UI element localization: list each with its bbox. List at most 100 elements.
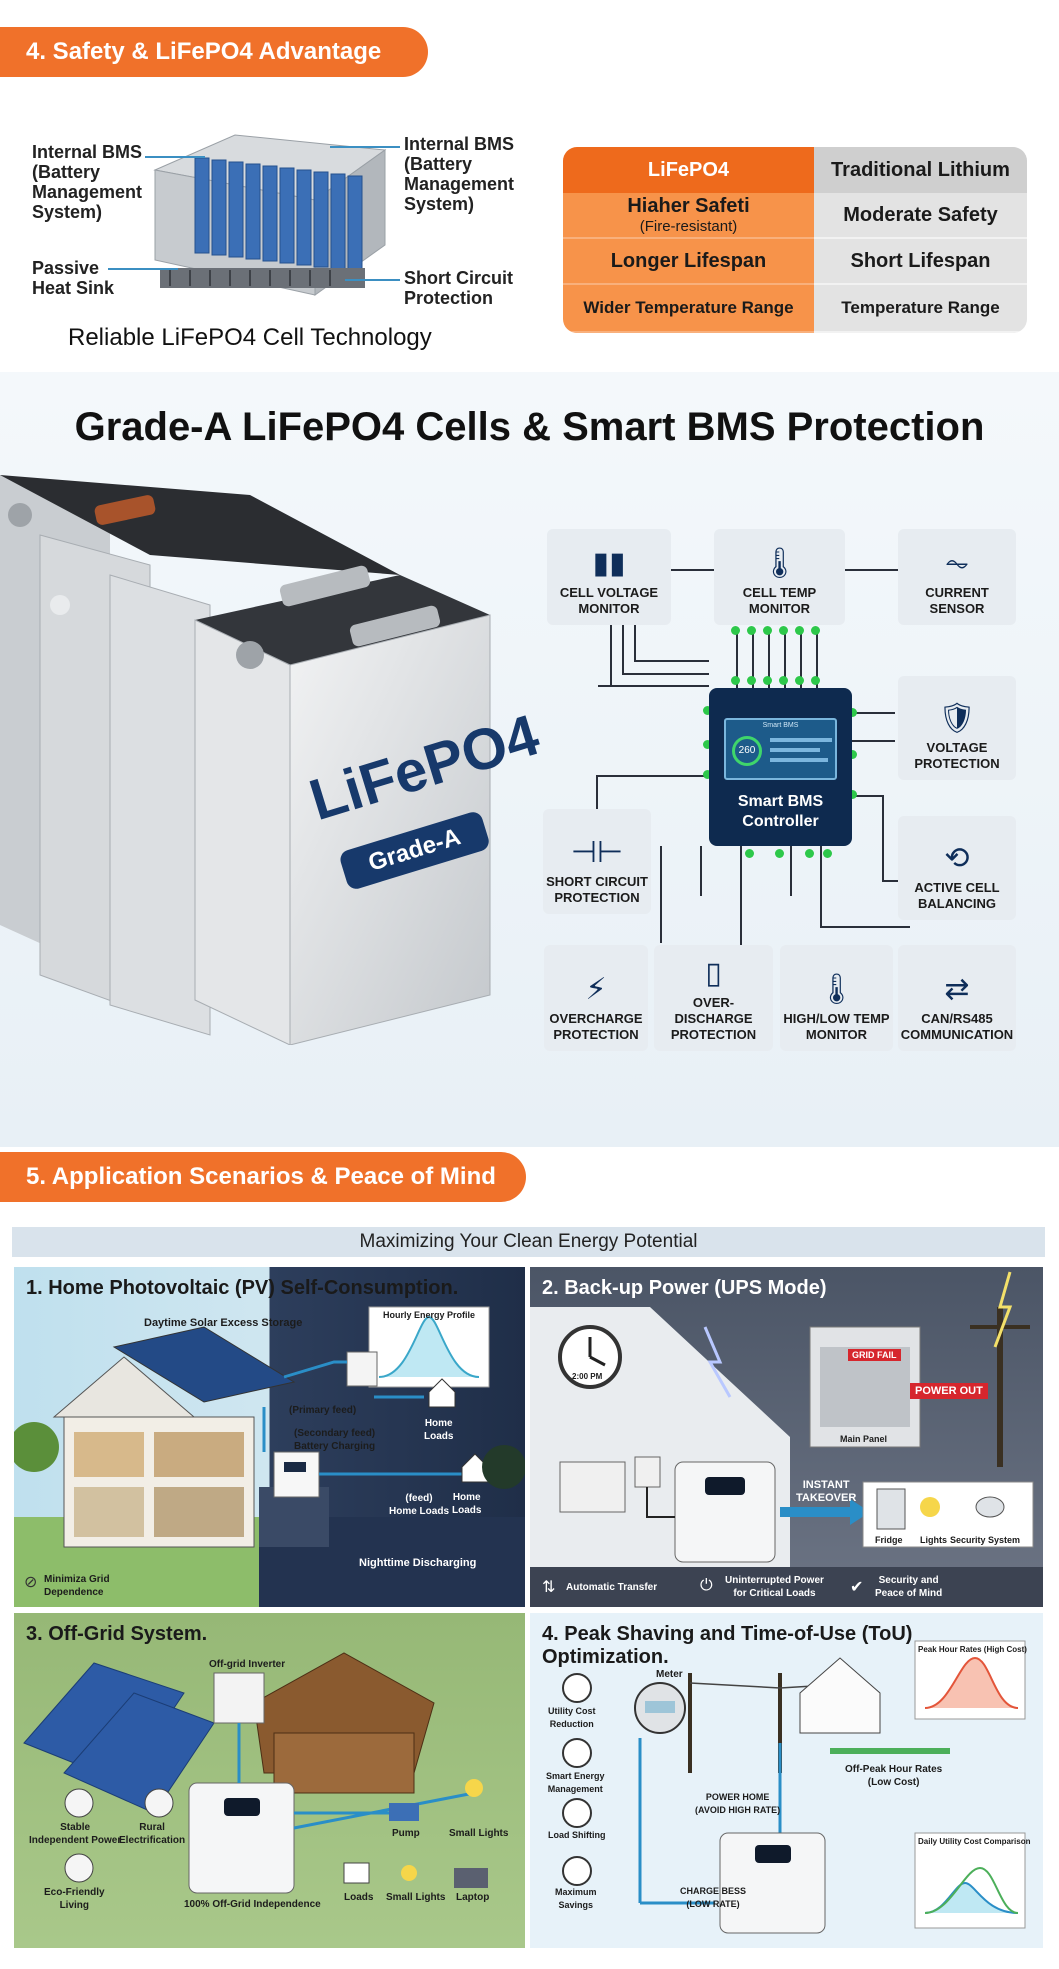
label-automatic-transfer: Automatic Transfer [566, 1582, 658, 1593]
label-small-lights-2: Small Lights [386, 1892, 446, 1903]
label-lights: Lights [920, 1535, 947, 1545]
battery-shield-icon: 🛡 [937, 702, 977, 735]
table-cell: Short Lifespan [814, 239, 1027, 285]
bms-screen-header: Smart BMS [762, 722, 799, 729]
label-offpeak-rates: Off-Peak Hour Rates (Low Cost) [845, 1764, 943, 1788]
section-banner-safety: 4. Safety & LiFePO4 Advantage [0, 27, 428, 77]
panel-title: 3. Off-Grid System. [26, 1623, 208, 1645]
card-cell-temp-monitor: 🌡 CELL TEMP MONITOR [714, 529, 845, 625]
power-out-badge: POWER OUT [910, 1383, 988, 1399]
label-offgrid-inverter: Off-grid Inverter [209, 1659, 286, 1670]
label-rural-electrification: Rural Electrification [119, 1822, 186, 1846]
table-cell: Moderate Safety [814, 193, 1027, 239]
callout-short-circuit: Short Circuit Protection [404, 268, 514, 308]
label-small-lights-1: Small Lights [449, 1828, 509, 1839]
power-icon: ⏻ [700, 1577, 713, 1594]
grid-icon: ⊘ [24, 1574, 38, 1591]
peak-shaving-illustration [562, 1640, 1026, 1934]
label-max-savings: Maximum Savings [555, 1887, 597, 1910]
label-peak-rates: Peak Hour Rates (High Cost) [918, 1645, 1027, 1654]
section-banner-applications: 5. Application Scenarios & Peace of Mind [0, 1152, 526, 1202]
refresh-icon: ⟲ [944, 842, 970, 875]
label-loads: Loads [344, 1892, 374, 1903]
label-load-shifting: Load Shifting [548, 1830, 606, 1840]
panel-title: 1. Home Photovoltaic (PV) Self-Consumpti… [26, 1277, 459, 1299]
table-header-lifepo4: LiFePO4 [563, 147, 814, 193]
label-clock-time: 2:00 PM [572, 1372, 603, 1381]
callout-internal-bms-left: Internal BMS (Battery Management System) [32, 142, 143, 222]
label-offgrid-independence: 100% Off-Grid Independence [184, 1899, 321, 1910]
bms-section-title: Grade-A LiFePO4 Cells & Smart BMS Protec… [74, 405, 985, 449]
label-daily-comparison: Daily Utility Cost Comparison [918, 1837, 1031, 1846]
label-hourly-energy: Hourly Energy Profile [382, 1310, 476, 1320]
table-header-traditional: Traditional Lithium [814, 147, 1027, 193]
battery-shield-icon: ▯ [705, 957, 722, 990]
label-utility-cost: Utility Cost Reduction [548, 1706, 596, 1729]
off-grid-illustration [23, 1652, 488, 1894]
battery-caption: Reliable LiFePO4 Cell Technology [68, 324, 432, 351]
label-meter: Meter [656, 1669, 683, 1680]
lifepo4-cells-illustration [0, 475, 491, 1045]
bms-screen-gauge: 260 [732, 736, 762, 766]
label-uninterrupted: Uninterrupted Power for Critical Loads [725, 1575, 824, 1599]
callout-internal-bms-right: Internal BMS (Battery Management System) [404, 134, 515, 214]
smart-bms-controller: Smart BMS 260 Smart BMS Controller [709, 688, 852, 846]
label-minimize-grid: Minimiza Grid Dependence [44, 1574, 110, 1598]
table-cell: Hiaher Safeti(Fire-resistant) [563, 193, 814, 239]
card-cell-voltage-monitor: ▮▮ CELL VOLTAGE MONITOR [547, 529, 671, 625]
label-pump: Pump [392, 1828, 420, 1839]
card-current-sensor: ⏦ CURRENT SENSOR [898, 529, 1016, 625]
capacitor-icon: ⊣⊢ [570, 836, 624, 869]
bms-controller-label: Smart BMS Controller [737, 793, 824, 830]
card-can-rs485-communication: ⇄ CAN/RS485 COMMUNICATION [898, 945, 1016, 1051]
panel-backup-ups: 2. Back-up Power (UPS Mode) 2:00 PM GRID… [528, 1265, 1045, 1609]
grid-fail-badge: GRID FAIL [848, 1349, 901, 1361]
transfer-icon: ⇅ [542, 1579, 556, 1596]
label-main-panel: Main Panel [840, 1434, 888, 1444]
label-security-system: Security System [950, 1535, 1021, 1545]
label-nighttime-discharging: Nighttime Discharging [359, 1557, 477, 1569]
backup-ups-illustration [530, 1271, 1043, 1607]
label-home-loads-1: Home Loads [424, 1418, 454, 1442]
card-active-cell-balancing: ⟲ ACTIVE CELL BALANCING [898, 816, 1016, 920]
card-short-circuit-protection: ⊣⊢ SHORT CIRCUIT PROTECTION [543, 809, 651, 914]
battery-pair-icon: ▮▮ [592, 547, 626, 580]
comparison-table: LiFePO4 Traditional Lithium Hiaher Safet… [563, 147, 1027, 333]
panel-home-pv: 1. Home Photovoltaic (PV) Self-Consumpti… [12, 1265, 527, 1609]
thermometer-shield-icon: 🌡 [817, 973, 856, 1006]
label-eco-friendly: Eco-Friendly Living [44, 1887, 105, 1911]
label-feed-home-loads: (feed) Home Loads [389, 1493, 450, 1517]
label-charge-bess: CHARGE BESS (LOW RATE) [680, 1886, 747, 1909]
bms-screen: Smart BMS 260 [724, 718, 837, 780]
table-cell: Longer Lifespan [563, 239, 814, 285]
label-stable-power: Stable Independent Power [29, 1822, 122, 1846]
label-laptop: Laptop [456, 1892, 490, 1903]
transfer-arrows-icon: ⇄ [944, 973, 970, 1006]
table-cell: Temperature Range [814, 285, 1027, 333]
table-cell: Wider Temperature Range [563, 285, 814, 333]
label-home-loads-2: Home Loads [452, 1492, 482, 1516]
panel-title: 4. Peak Shaving and Time-of-Use (ToU) Op… [542, 1623, 913, 1668]
label-smart-energy: Smart Energy Management [546, 1771, 605, 1794]
lightning-shield-icon: ⚡ [585, 973, 607, 1006]
label-daytime-solar: Daytime Solar Excess Storage [144, 1317, 303, 1329]
label-security-peace: Security and Peace of Mind [875, 1575, 943, 1599]
pulse-icon: ⏦ [944, 547, 970, 580]
label-power-home: POWER HOME (AVOID HIGH RATE) [695, 1792, 781, 1815]
card-high-low-temp-monitor: 🌡 HIGH/LOW TEMP MONITOR [780, 945, 893, 1051]
panel-peak-shaving: 4. Peak Shaving and Time-of-Use (ToU) Op… [528, 1611, 1045, 1950]
card-voltage-protection: 🛡 VOLTAGE PROTECTION [898, 676, 1016, 780]
label-primary-feed: (Primary feed) [289, 1405, 357, 1416]
label-secondary-feed: (Secondary feed) Battery Charging [294, 1428, 376, 1452]
label-instant-takeover: INSTANT TAKEOVER [796, 1479, 857, 1504]
panel-title: 2. Back-up Power (UPS Mode) [542, 1277, 827, 1299]
panel-off-grid: 3. Off-Grid System. Off-grid Inverter St… [12, 1611, 527, 1950]
thermometer-icon: 🌡 [760, 547, 799, 580]
home-pv-illustration [14, 1306, 525, 1607]
label-fridge: Fridge [875, 1535, 903, 1545]
shield-check-icon: ✔ [850, 1579, 864, 1596]
battery-module-illustration [153, 134, 387, 296]
card-overdischarge-protection: ▯ OVER-DISCHARGE PROTECTION [654, 945, 773, 1051]
applications-subtitle: Maximizing Your Clean Energy Potential [12, 1227, 1045, 1257]
card-overcharge-protection: ⚡ OVERCHARGE PROTECTION [544, 945, 648, 1051]
